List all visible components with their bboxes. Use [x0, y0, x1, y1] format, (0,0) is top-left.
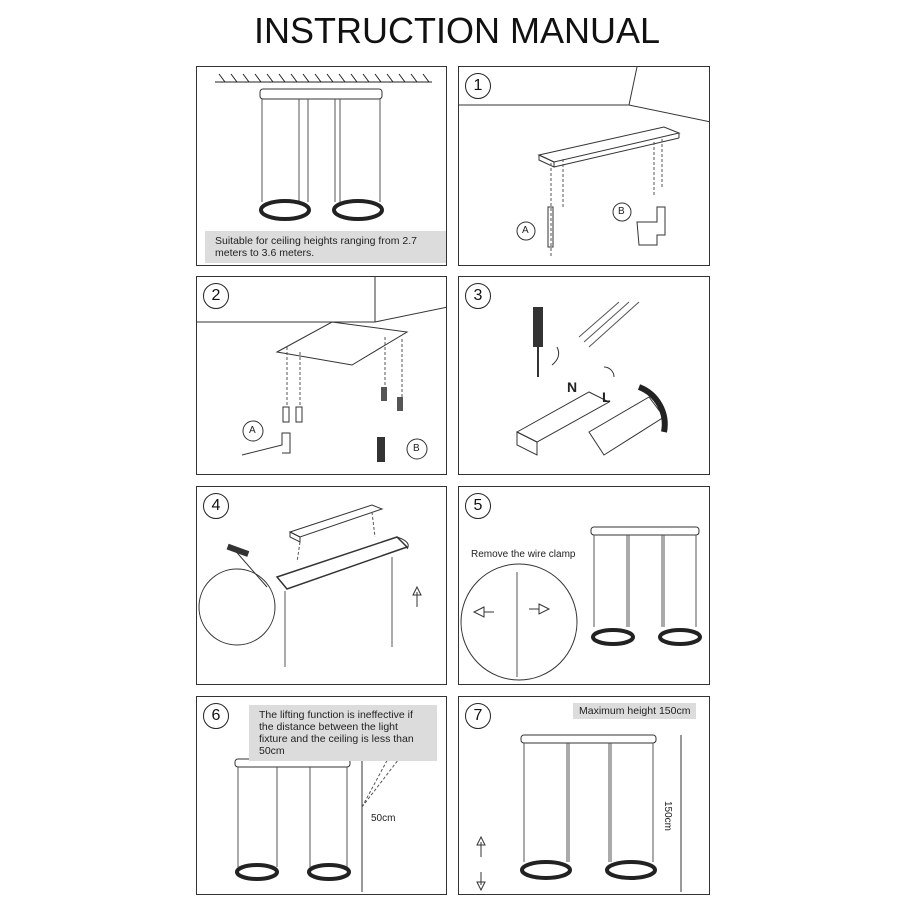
panel-step-4: 4 — [196, 486, 447, 685]
overview-illustration — [215, 73, 432, 221]
panel-step-6: 6 The lifting function is ineffective if… — [196, 696, 447, 895]
mounting-illustration — [198, 504, 422, 667]
step-number: 2 — [203, 283, 229, 309]
step-number: 7 — [465, 703, 491, 729]
distance-dimension: 50cm — [371, 813, 396, 824]
max-height-illustration — [476, 734, 682, 892]
panel-overview: Suitable for ceiling heights ranging fro… — [196, 66, 447, 266]
wire-clamp-illustration — [460, 526, 702, 681]
label-l: L — [602, 389, 611, 405]
label-b: B — [413, 443, 420, 454]
max-height-note: Maximum height 150cm — [573, 703, 697, 719]
label-n: N — [567, 379, 578, 395]
min-distance-illustration — [234, 741, 413, 892]
ceiling-plate-illustration — [459, 67, 709, 257]
page-title: INSTRUCTION MANUAL — [253, 10, 661, 51]
remove-clamp-label: Remove the wire clamp — [471, 549, 576, 560]
label-a: A — [249, 425, 256, 436]
ceiling-height-note: Suitable for ceiling heights ranging fro… — [205, 231, 446, 263]
panel-step-3: 3 N L — [458, 276, 710, 475]
drill-illustration — [197, 277, 446, 462]
height-dimension: 150cm — [662, 801, 673, 832]
step-number: 4 — [203, 493, 229, 519]
label-b: B — [618, 206, 625, 217]
step-number: 3 — [465, 283, 491, 309]
panel-step-2: 2 A B — [196, 276, 447, 475]
step-number: 1 — [465, 73, 491, 99]
panel-step-1: 1 A B — [458, 66, 710, 266]
step-number: 6 — [203, 703, 229, 729]
panel-step-7: 7 Maximum height 150cm 150cm — [458, 696, 710, 895]
wiring-illustration — [515, 301, 668, 456]
panel-step-5: 5 Remove the wire clamp — [458, 486, 710, 685]
lifting-warning-note: The lifting function is ineffective if t… — [249, 705, 437, 761]
step-number: 5 — [465, 493, 491, 519]
label-a: A — [522, 225, 529, 236]
